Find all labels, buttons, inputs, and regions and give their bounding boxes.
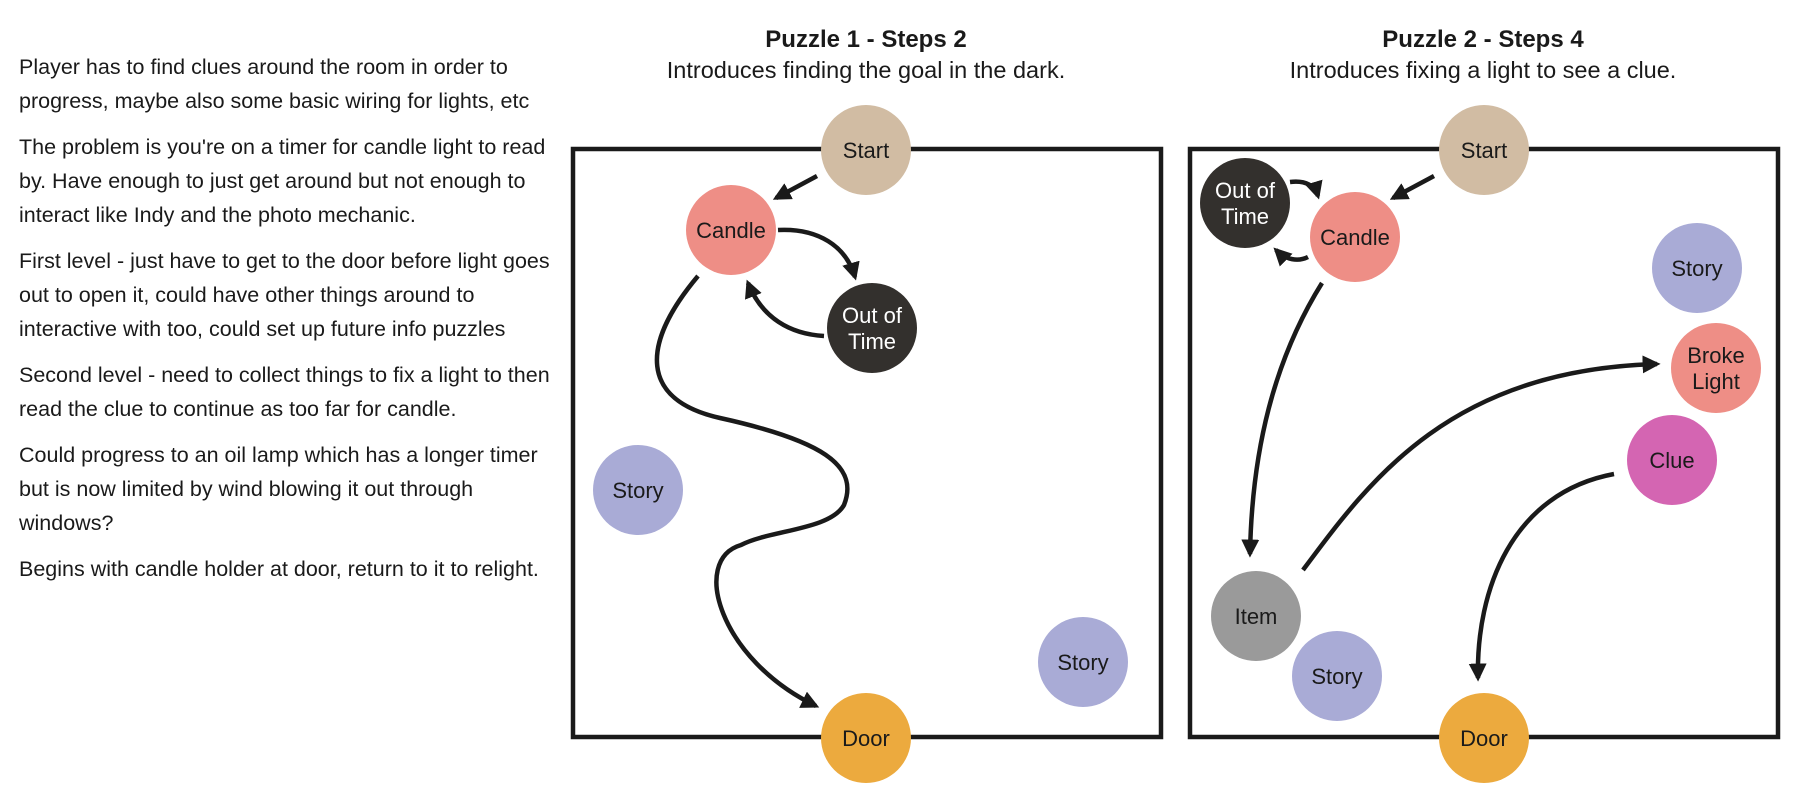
node-circle: [1652, 223, 1742, 313]
node-label: Candle: [696, 218, 766, 243]
node-label: Light: [1692, 369, 1740, 394]
node-circle: [1627, 415, 1717, 505]
puzzle-1: Puzzle 1 - Steps 2 Introduces finding th…: [570, 26, 1164, 783]
puzzle-2: Puzzle 2 - Steps 4 Introduces fixing a l…: [1187, 26, 1781, 783]
edge-candle-to-door: [654, 274, 850, 709]
puzzle-edges: [654, 174, 860, 709]
edge-candle-to-item: [1241, 281, 1324, 558]
puzzle-subtitle: Introduces finding the goal in the dark.: [667, 57, 1065, 83]
puzzle-title: Puzzle 1 - Steps 2: [765, 26, 966, 53]
edge-out-of-time-to-candle: [745, 279, 825, 339]
edge-start-to-candle: [772, 174, 819, 200]
node-label: Out of: [842, 303, 903, 328]
node-story-a: Story: [593, 445, 683, 535]
node-label: Story: [1311, 664, 1362, 689]
edge-out-of-time-to-candle: [1289, 179, 1323, 200]
node-label: Item: [1235, 604, 1278, 629]
edge-start-to-candle: [1389, 174, 1436, 200]
node-clue: Clue: [1627, 415, 1717, 505]
node-label: Door: [842, 726, 890, 751]
node-door: Door: [821, 693, 911, 783]
design-notes: Player has to find clues around the room…: [19, 50, 559, 598]
edge-candle-to-out-of-time: [777, 227, 860, 281]
node-circle: [1292, 631, 1382, 721]
node-candle: Candle: [686, 185, 776, 275]
node-story-a: Story: [1652, 223, 1742, 313]
node-label: Start: [1461, 138, 1507, 163]
node-circle: [1671, 323, 1761, 413]
note-paragraph: Second level - need to collect things to…: [19, 363, 550, 421]
node-circle: [821, 105, 911, 195]
node-candle: Candle: [1310, 192, 1400, 282]
note-paragraph: Begins with candle holder at door, retur…: [19, 557, 539, 581]
node-circle: [593, 445, 683, 535]
node-start: Start: [821, 105, 911, 195]
node-circle: [1038, 617, 1128, 707]
puzzle-title: Puzzle 2 - Steps 4: [1382, 26, 1584, 53]
puzzle-edges: [1241, 174, 1661, 682]
node-label: Clue: [1649, 448, 1694, 473]
node-label: Candle: [1320, 225, 1390, 250]
node-item: Item: [1211, 571, 1301, 661]
node-circle: [827, 283, 917, 373]
note-paragraph: The problem is you're on a timer for can…: [19, 135, 546, 227]
edge-item-to-broke-light: [1301, 355, 1661, 572]
node-story-b: Story: [1292, 631, 1382, 721]
node-label: Story: [1671, 256, 1722, 281]
node-label: Broke: [1687, 343, 1744, 368]
edge-clue-to-door: [1468, 471, 1615, 682]
puzzle-subtitle: Introduces fixing a light to see a clue.: [1290, 57, 1677, 83]
node-circle: [1439, 105, 1529, 195]
edge-candle-to-out-of-time: [1273, 247, 1310, 267]
node-circle: [1310, 192, 1400, 282]
note-paragraph: Could progress to an oil lamp which has …: [19, 443, 538, 535]
node-circle: [686, 185, 776, 275]
note-paragraph: First level - just have to get to the do…: [19, 249, 550, 341]
node-start: Start: [1439, 105, 1529, 195]
node-label: Time: [1221, 204, 1269, 229]
node-label: Door: [1460, 726, 1508, 751]
node-story-b: Story: [1038, 617, 1128, 707]
node-circle: [1200, 158, 1290, 248]
node-label: Start: [843, 138, 889, 163]
node-circle: [1211, 571, 1301, 661]
node-label: Story: [612, 478, 663, 503]
node-label: Out of: [1215, 178, 1276, 203]
note-paragraph: Player has to find clues around the room…: [19, 55, 530, 113]
node-door: Door: [1439, 693, 1529, 783]
node-circle: [1439, 693, 1529, 783]
node-label: Story: [1057, 650, 1108, 675]
node-circle: [821, 693, 911, 783]
node-label: Time: [848, 329, 896, 354]
